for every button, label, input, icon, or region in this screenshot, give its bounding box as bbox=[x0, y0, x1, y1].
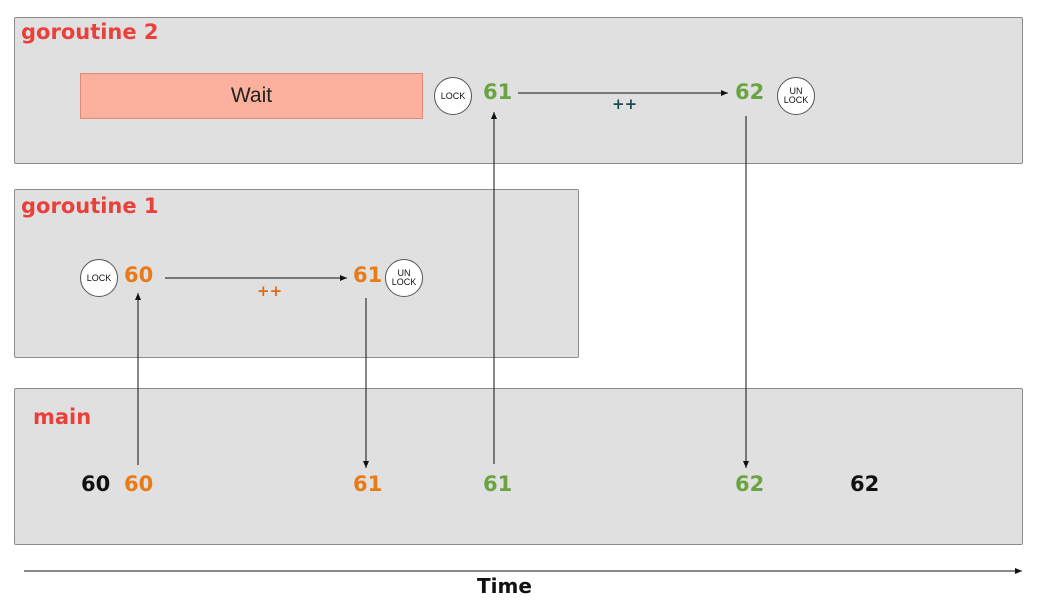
lock-icon: LOCK bbox=[434, 77, 472, 115]
lane-title: goroutine 2 bbox=[21, 20, 159, 44]
goroutine-2-value-after: 62 bbox=[735, 80, 765, 104]
lane-main: main bbox=[14, 388, 1023, 545]
goroutine-1-value-after: 61 bbox=[353, 263, 383, 287]
goroutine-1-value-before: 60 bbox=[124, 263, 154, 287]
lock-icon: LOCK bbox=[80, 259, 118, 297]
main-value: 61 bbox=[483, 472, 513, 496]
lane-title: main bbox=[33, 405, 92, 429]
main-value: 60 bbox=[81, 472, 111, 496]
main-value: 61 bbox=[353, 472, 383, 496]
increment-label: ++ bbox=[257, 282, 283, 300]
wait-block: Wait bbox=[80, 73, 423, 119]
increment-label: ++ bbox=[612, 95, 638, 113]
lane-title: goroutine 1 bbox=[21, 194, 159, 218]
time-axis-label: Time bbox=[477, 574, 532, 598]
main-value: 62 bbox=[735, 472, 765, 496]
main-value: 62 bbox=[850, 472, 880, 496]
main-value: 60 bbox=[124, 472, 154, 496]
goroutine-2-value-before: 61 bbox=[483, 80, 513, 104]
